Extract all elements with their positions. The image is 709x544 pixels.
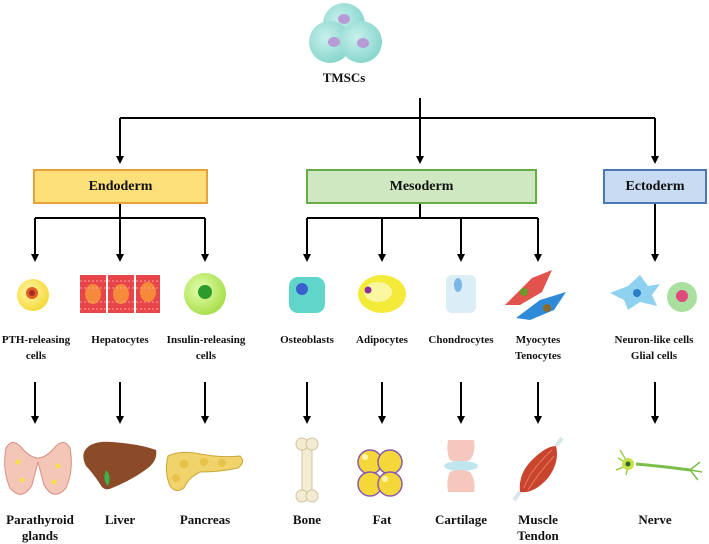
parathyroid-glands-icon <box>4 442 72 495</box>
chondrocyte-icon <box>446 275 476 313</box>
pth-cell-icon <box>17 279 49 311</box>
adipocyte-icon <box>358 275 406 313</box>
hepatocyte-icon <box>80 275 160 313</box>
root-label: TMSCs <box>322 70 366 85</box>
tissue-label-cartilage: Cartilage <box>435 512 487 527</box>
cell-label-chondrocytes: Chondrocytes <box>428 334 494 346</box>
connector-lines <box>31 98 659 424</box>
cell-label-neuron: Neuron-like cells Glial cells <box>614 334 694 362</box>
cell-label-adipocytes: Adipocytes <box>356 334 408 346</box>
cartilage-icon <box>444 440 478 492</box>
cell-label-myocytes: Myocytes Tenocytes <box>514 334 562 362</box>
ectoderm-box: Ectoderm <box>603 169 707 204</box>
insulin-cell-icon <box>184 273 226 315</box>
endoderm-label: Endoderm <box>88 178 153 194</box>
bone-icon <box>295 437 319 503</box>
endoderm-box: Endoderm <box>33 169 208 204</box>
tissue-label-pancreas: Pancreas <box>179 512 231 527</box>
stem-cell-cluster-icon <box>309 3 382 63</box>
cell-label-insulin: Insulin-releasing cells <box>166 334 246 362</box>
tissue-label-bone: Bone <box>292 512 322 527</box>
muscle-tendon-icon <box>512 436 564 502</box>
pancreas-icon <box>165 451 244 492</box>
tissue-label-nerve: Nerve <box>638 512 672 527</box>
cell-label-hepatocytes: Hepatocytes <box>91 334 149 346</box>
tissue-label-liver: Liver <box>104 512 136 527</box>
myocyte-tenocyte-icon <box>505 270 566 320</box>
nerve-icon <box>615 449 703 481</box>
tissue-label-fat: Fat <box>372 512 392 527</box>
cell-label-osteoblasts: Osteoblasts <box>280 334 334 346</box>
liver-icon <box>83 441 157 490</box>
fat-icon <box>357 449 403 497</box>
tissue-label-muscle: Muscle Tendon <box>517 512 559 543</box>
mesoderm-label: Mesoderm <box>389 178 454 194</box>
cell-label-pth: PTH-releasing cells <box>1 334 71 362</box>
osteoblast-icon <box>289 277 325 313</box>
tissue-label-parathyroid: Parathyroid glands <box>6 512 74 543</box>
mesoderm-box: Mesoderm <box>306 169 537 204</box>
ectoderm-label: Ectoderm <box>625 178 685 194</box>
neuron-glial-cell-icon <box>610 275 697 312</box>
